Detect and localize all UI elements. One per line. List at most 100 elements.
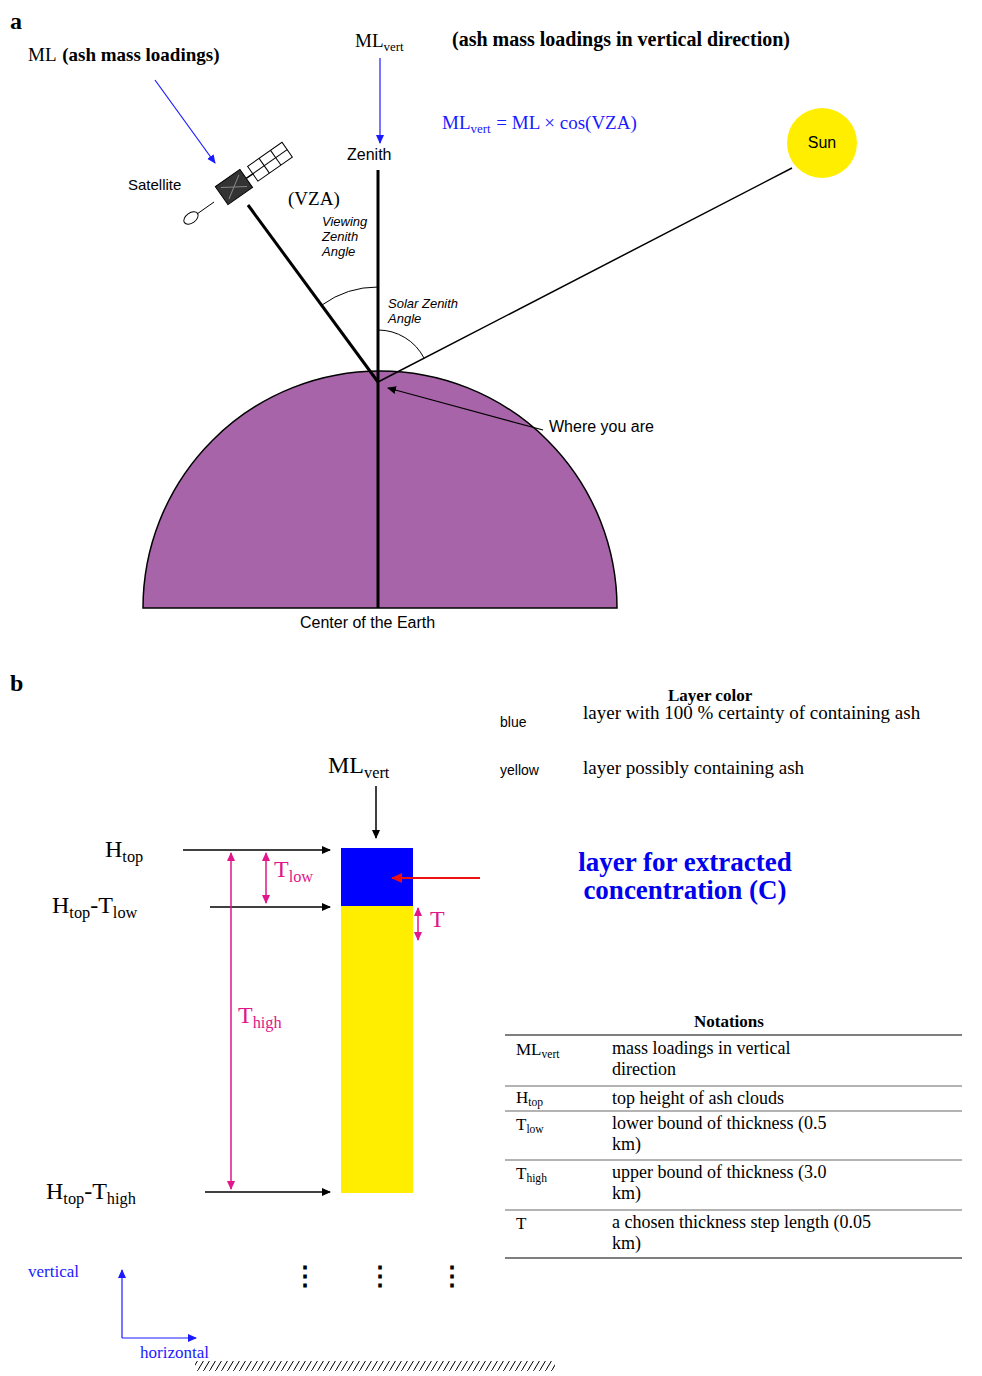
vza-arc: [322, 287, 378, 305]
thickness-arrow: [230, 853, 232, 1189]
text-label: b: [10, 670, 23, 698]
label-text: -T: [84, 1178, 107, 1204]
label-text: H: [516, 1088, 528, 1107]
label-text: b: [10, 670, 23, 696]
subscript-text: low: [289, 867, 313, 886]
label-text: T: [274, 856, 289, 882]
text-label: Tlow: [516, 1115, 544, 1137]
text-label: MLvert: [355, 30, 404, 54]
table-rule: [505, 1111, 962, 1112]
subscript-text: high: [253, 1013, 282, 1032]
label-text: H: [46, 1178, 63, 1204]
label-text: Notations: [694, 1012, 764, 1031]
subscript-text: top: [122, 847, 143, 866]
legend-text: layer possibly containing ash: [583, 757, 804, 778]
subscript-text: vert: [542, 1048, 560, 1061]
height-arrow: [183, 849, 330, 851]
text-label: T: [516, 1214, 526, 1234]
table-rule: [505, 1034, 962, 1035]
label-text: (ash mass loadings): [62, 44, 219, 65]
text-label: a chosen thickness step length (0.05 km): [612, 1212, 882, 1254]
text-label: Tlow: [274, 856, 313, 886]
text-label: ⋮: [439, 1262, 465, 1292]
label-text: ⋮: [367, 1261, 393, 1291]
text-label: T: [430, 906, 445, 934]
label-text: Viewing Zenith Angle: [322, 214, 367, 259]
ash-layer-possible: [341, 906, 413, 1193]
zenith-line: [377, 170, 380, 608]
text-label: yellow: [500, 762, 539, 778]
text-label: Notations: [694, 1012, 764, 1032]
sza-arc: [378, 330, 424, 358]
leader-arrow: [155, 80, 215, 163]
legend-text: layer with 100 % certainty of containing…: [583, 702, 920, 723]
label-text: H: [105, 836, 122, 862]
subscript-text: high: [107, 1189, 136, 1208]
label-text: T: [516, 1164, 526, 1183]
text-label: layer for extracted concentration (C): [510, 848, 860, 904]
text-label: MLvert = ML × cos(VZA): [442, 112, 637, 136]
text-label: a: [10, 8, 22, 36]
label-text: H: [52, 892, 69, 918]
label-text: ML: [328, 752, 364, 778]
text-label: layer with 100 % certainty of containing…: [583, 702, 968, 724]
label-text: Satellite: [128, 176, 181, 193]
label-text: top height of ash clouds: [612, 1088, 784, 1108]
label-text: Zenith: [347, 146, 391, 163]
label-text: lower bound of thickness (0.5 km): [612, 1113, 826, 1154]
label-text: = ML × cos(VZA): [496, 112, 637, 133]
ground-hatch: [195, 1361, 555, 1371]
label-text: ML: [516, 1040, 542, 1059]
subscript-text: vert: [384, 39, 404, 54]
sun-circle: Sun: [787, 108, 857, 178]
label-text: a chosen thickness step length (0.05 km): [612, 1212, 871, 1253]
label-text: (ash mass loadings in vertical direction…: [452, 28, 790, 50]
label-text: layer for extracted concentration (C): [578, 847, 791, 905]
label-text: mass loadings in vertical direction: [612, 1038, 790, 1079]
table-rule: [505, 1257, 962, 1258]
text-label: Solar Zenith Angle: [388, 296, 483, 326]
satellite-line: [248, 205, 378, 382]
table-rule: [505, 1210, 962, 1211]
label-text: Center of the Earth: [300, 614, 435, 631]
label-text: T: [430, 906, 445, 932]
subscript-text: low: [113, 903, 137, 922]
height-arrow: [205, 1191, 330, 1193]
text-label: ⋮: [367, 1262, 393, 1292]
text-label: Htop-Tlow: [52, 892, 137, 922]
satellite-boom: [197, 202, 214, 214]
text-label: blue: [500, 714, 526, 730]
subscript-text: high: [526, 1172, 547, 1185]
text-label: horizontal: [140, 1343, 209, 1363]
text-label: layer possibly containing ash: [583, 757, 968, 779]
pointer-arrow: [392, 877, 480, 879]
text-label: mass loadings in vertical direction: [612, 1038, 837, 1080]
leader-arrow: [388, 388, 543, 430]
subscript-text: vert: [471, 121, 491, 136]
label-text: blue: [500, 714, 526, 730]
label-text: T: [516, 1115, 526, 1134]
label-text: (VZA): [288, 188, 340, 209]
text-label: Viewing Zenith Angle: [322, 214, 378, 259]
label-text: a: [10, 8, 22, 34]
satellite-icon: [215, 141, 293, 205]
text-label: top height of ash clouds: [612, 1088, 784, 1109]
satellite-antenna: [182, 209, 201, 226]
text-label: ⋮: [292, 1262, 318, 1292]
ml-arrow: [375, 786, 377, 838]
subscript-text: top: [63, 1189, 84, 1208]
leader-arrow: [379, 58, 380, 143]
text-label: Where you are: [549, 418, 654, 436]
text-label: (ash mass loadings in vertical direction…: [452, 28, 790, 51]
text-label: MLvert: [328, 752, 389, 782]
table-rule: [505, 1086, 962, 1087]
text-label: Center of the Earth: [300, 614, 435, 632]
thickness-arrow: [265, 853, 267, 903]
text-label: ML(ash mass loadings): [28, 44, 220, 66]
label-text: ML: [442, 112, 471, 133]
height-arrow: [210, 906, 330, 908]
axis-arrow: [122, 1337, 196, 1338]
sun-line: [378, 168, 792, 382]
text-label: MLvert: [516, 1040, 559, 1062]
